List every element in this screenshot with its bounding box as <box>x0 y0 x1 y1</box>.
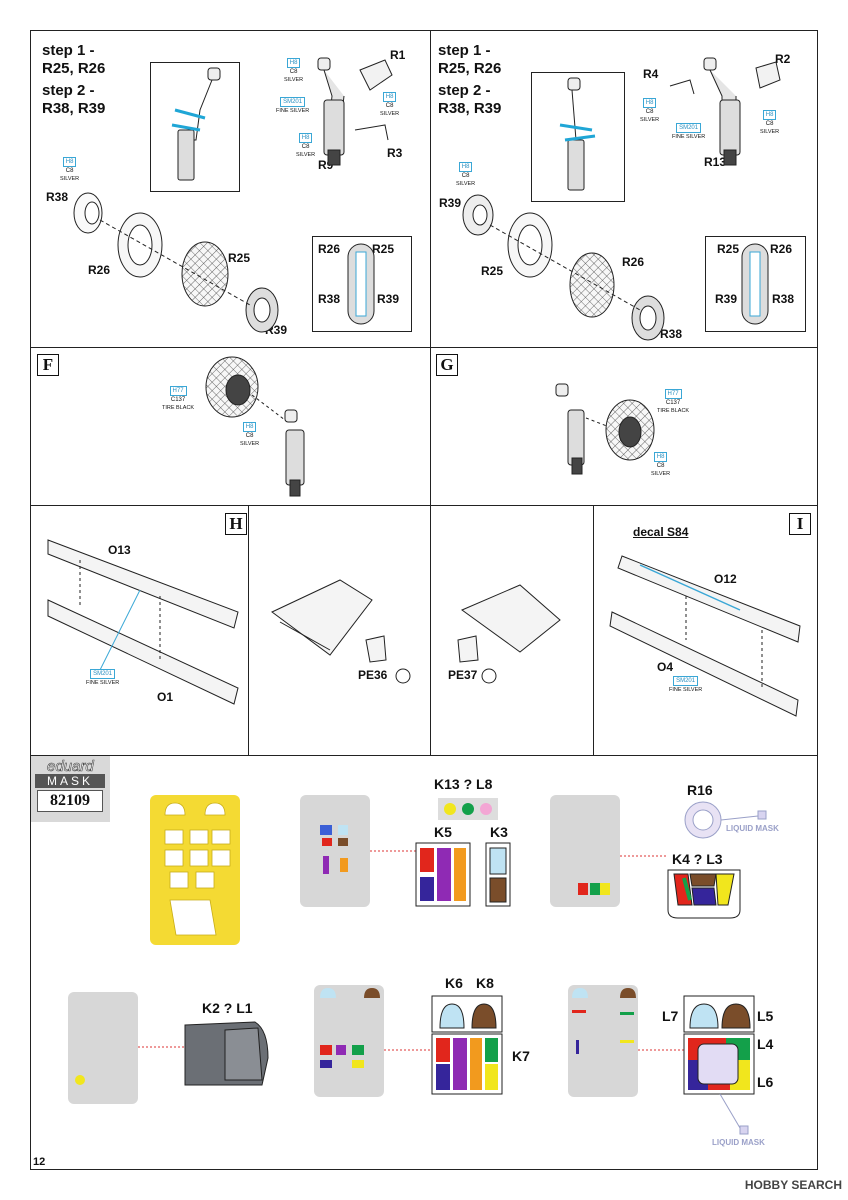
step2-title: step 2 - <box>42 82 95 99</box>
part-label: R4 <box>643 67 659 81</box>
section-letter-g: G <box>436 354 458 376</box>
wheel-inset-box <box>705 236 806 332</box>
part-label: R3 <box>387 146 403 160</box>
pe-part-label: PE37 <box>448 668 478 682</box>
mask-label: K2 ? L1 <box>202 1000 253 1016</box>
part-label: R25 <box>481 264 504 278</box>
divider <box>30 347 818 348</box>
divider <box>430 30 431 755</box>
section-letter-h: H <box>225 513 247 535</box>
step1-parts: R25, R26 <box>42 60 106 77</box>
step1-title: step 1 - <box>438 42 491 59</box>
decal-label: decal S84 <box>633 525 689 539</box>
part-label: R13 <box>704 155 727 169</box>
mask-label: K8 <box>476 975 494 991</box>
inset-label: R39 <box>377 292 400 306</box>
step2-title: step 2 - <box>438 82 491 99</box>
wheel-inset-box <box>312 236 412 332</box>
step1-title: step 1 - <box>42 42 95 59</box>
inset-label: R38 <box>772 292 795 306</box>
mask-sheet <box>300 795 370 907</box>
inset-label: R26 <box>770 242 793 256</box>
mask-label: L7 <box>662 1008 679 1024</box>
watermark: HOBBY SEARCH <box>744 1178 842 1192</box>
liquid-mask-label: LIQUID MASK <box>726 824 779 833</box>
inset-label: R25 <box>717 242 740 256</box>
part-label: R2 <box>775 52 791 66</box>
mask-label: K5 <box>434 824 452 840</box>
part-label: O12 <box>714 572 737 586</box>
part-label: O13 <box>108 543 131 557</box>
mask-label: K3 <box>490 824 508 840</box>
inset-label: R26 <box>318 242 341 256</box>
inset-label: R25 <box>372 242 395 256</box>
instruction-frame <box>30 30 818 1170</box>
mask-label: K6 <box>445 975 463 991</box>
mask-label: K13 ? L8 <box>434 776 493 792</box>
part-label: O4 <box>657 660 674 674</box>
part-label: R1 <box>390 48 406 62</box>
part-label: R38 <box>46 190 69 204</box>
section-letter-f: F <box>37 354 59 376</box>
liquid-mask-label: LIQUID MASK <box>712 1138 765 1147</box>
section-letter-i: I <box>789 513 811 535</box>
mask-label: L4 <box>757 1036 774 1052</box>
mask-label: L6 <box>757 1074 774 1090</box>
step2-parts: R38, R39 <box>438 100 502 117</box>
step1-parts: R25, R26 <box>438 60 502 77</box>
divider <box>30 755 818 756</box>
mask-sheet <box>568 985 638 1097</box>
pe-part-label: PE36 <box>358 668 388 682</box>
strut-detail-box <box>531 72 625 202</box>
inset-label: R39 <box>715 292 738 306</box>
mask-sheet-yellow <box>150 795 240 945</box>
part-label: O1 <box>157 690 174 704</box>
mask-label: K4 ? L3 <box>672 851 723 867</box>
strut-detail-box <box>150 62 240 192</box>
mask-sheet <box>550 795 620 907</box>
step2-parts: R38, R39 <box>42 100 106 117</box>
page-number: 12 <box>33 1156 46 1168</box>
part-label: R9 <box>318 158 334 172</box>
mask-label: K7 <box>512 1048 530 1064</box>
part-label: R26 <box>622 255 645 269</box>
divider <box>248 505 249 755</box>
divider <box>30 505 818 506</box>
part-label: R38 <box>660 327 683 341</box>
part-label: R26 <box>88 263 111 277</box>
part-label: R39 <box>265 323 288 337</box>
mask-sheet <box>314 985 384 1097</box>
mask-label: L5 <box>757 1008 774 1024</box>
part-label: R25 <box>228 251 251 265</box>
mask-logo: eduard MASK 82109 <box>31 756 110 822</box>
divider <box>593 505 594 755</box>
inset-label: R38 <box>318 292 341 306</box>
mask-label: R16 <box>687 782 713 798</box>
part-label: R39 <box>439 196 462 210</box>
mask-sheet <box>68 992 138 1104</box>
